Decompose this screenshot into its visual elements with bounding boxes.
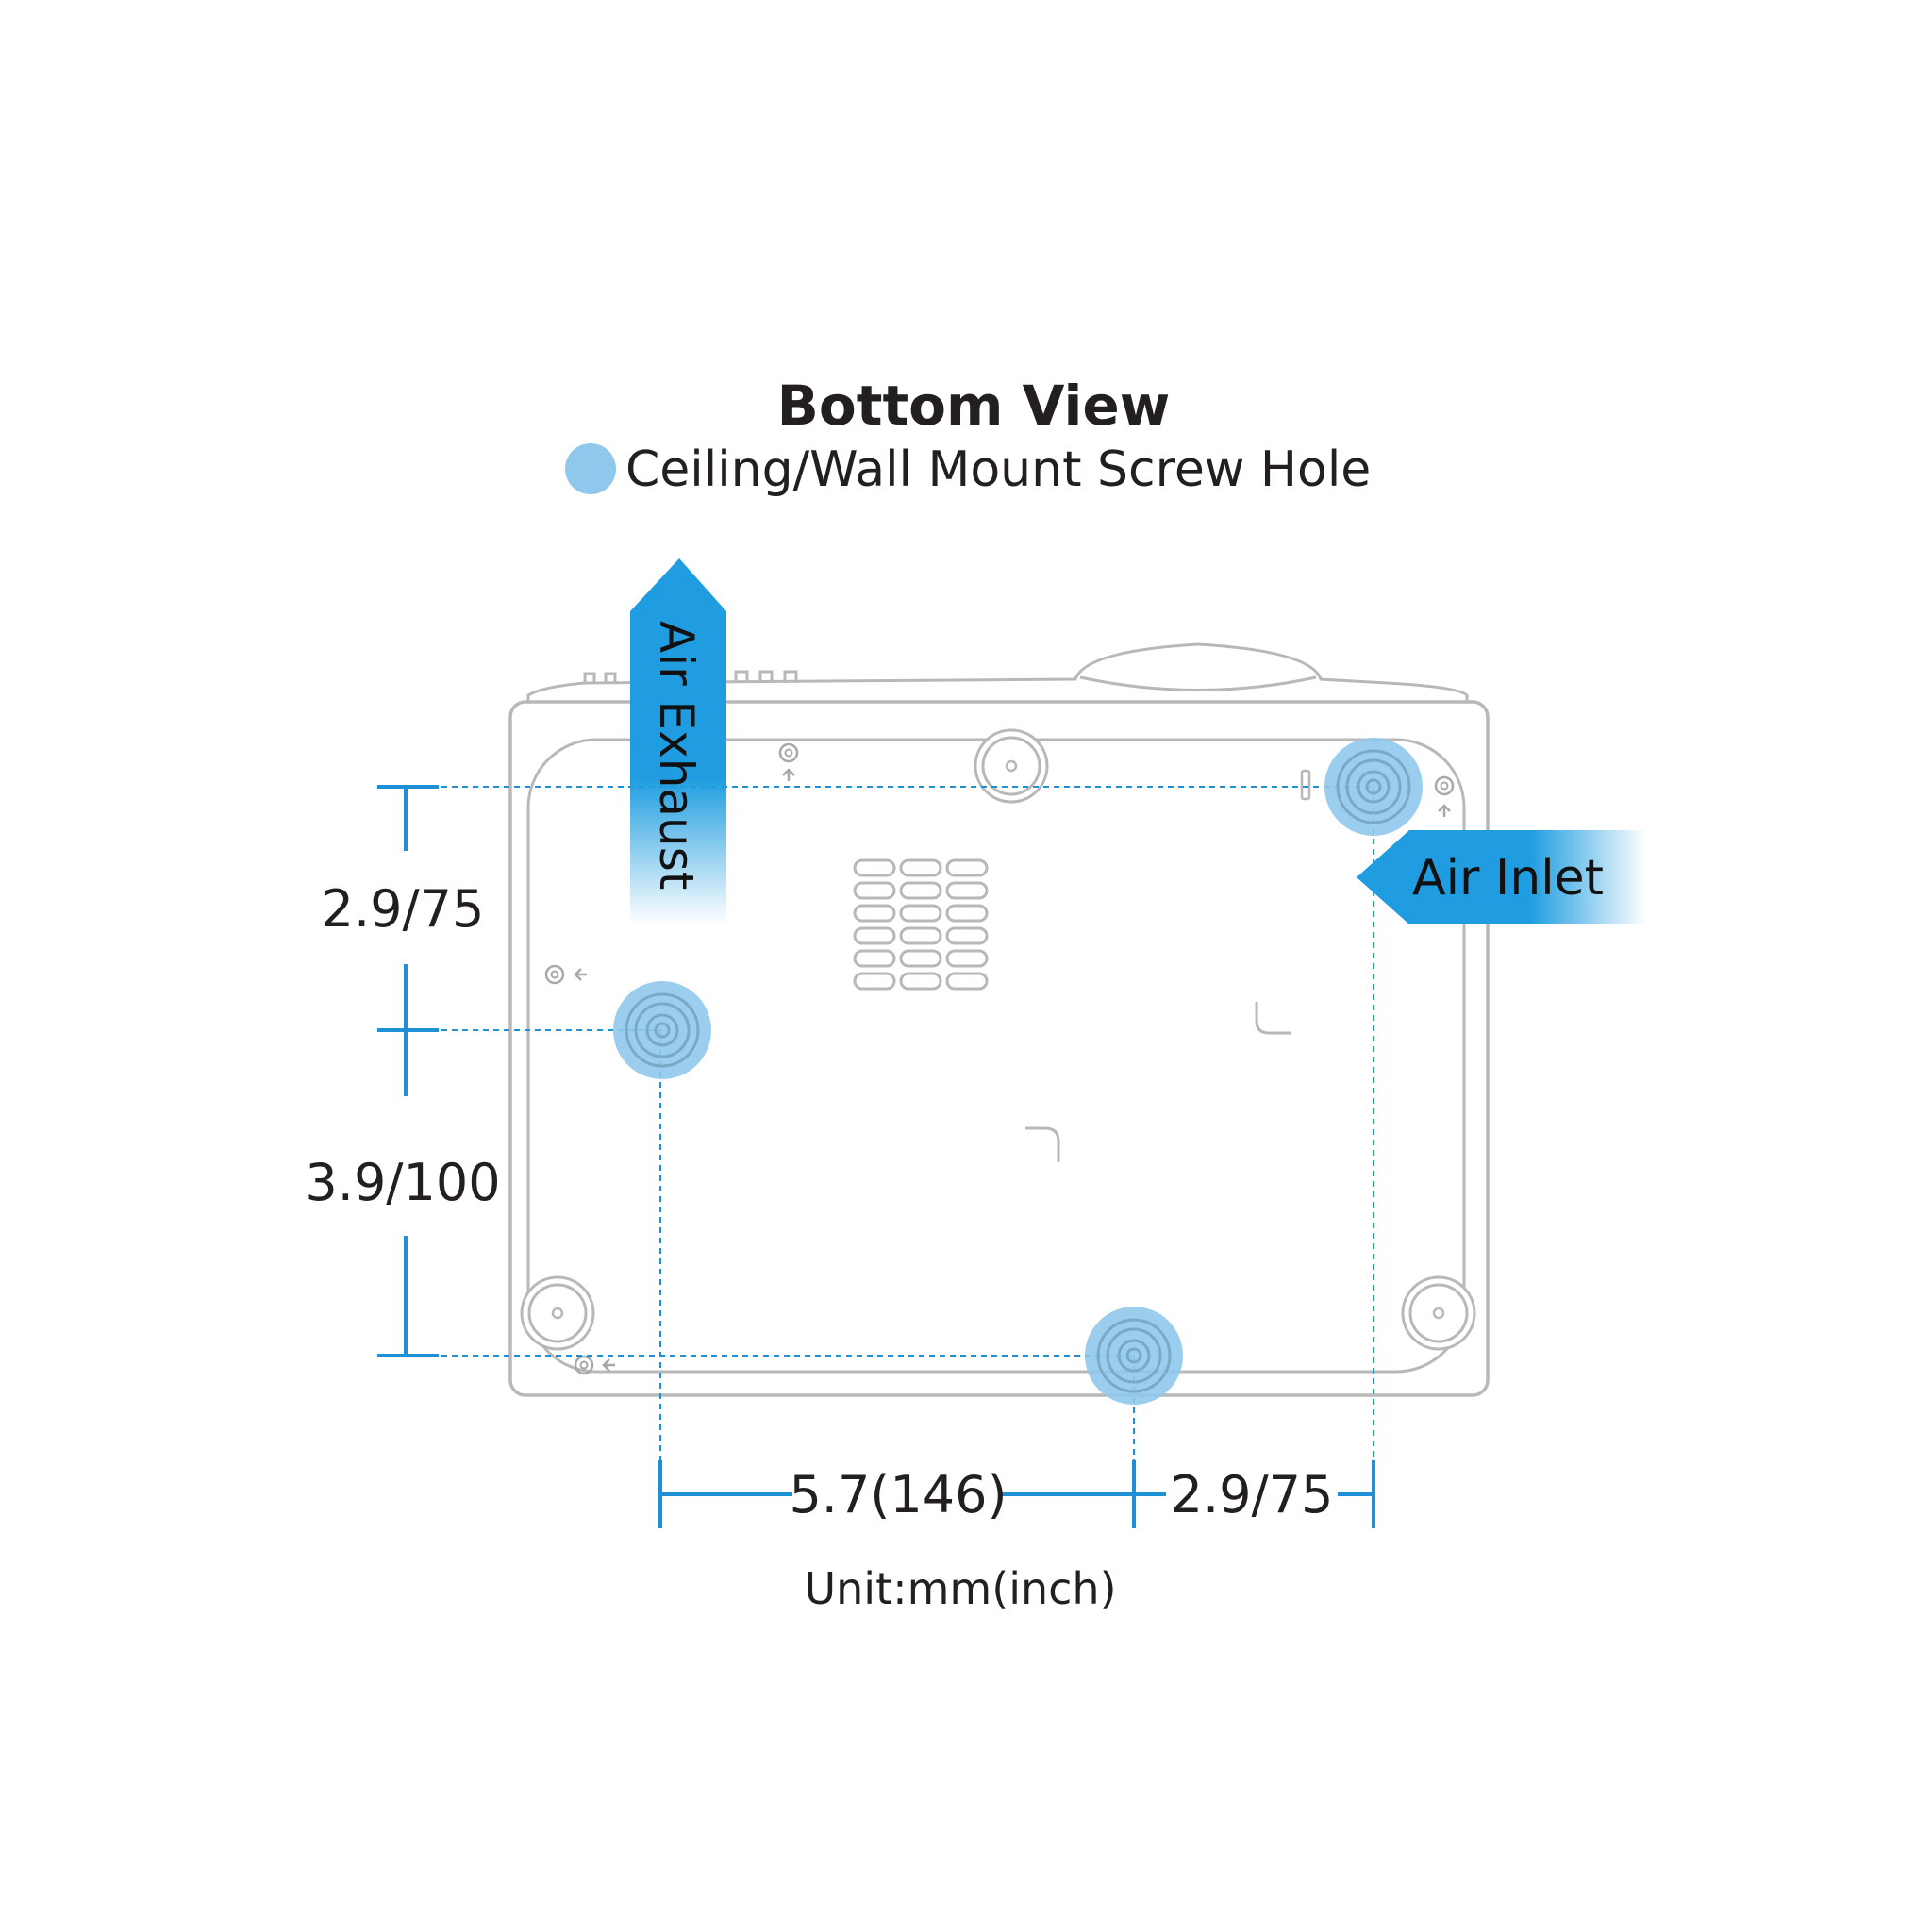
legend-swatch-icon [565,443,616,494]
vent-grille-icon [853,858,989,991]
air-inlet-label: Air Inlet [1412,850,1604,907]
mount-screw-hole-icon [1083,1305,1185,1407]
page-title: Bottom View [777,374,1171,438]
air-inlet-arrow: Air Inlet [1357,830,1646,924]
air-exhaust-arrow: Air Exhaust [630,558,726,924]
projector-body [508,642,1490,1397]
vertical-dimension-lines [377,785,439,1357]
dimension-horizontal-left: 5.7(146) [789,1465,1007,1524]
air-exhaust-label: Air Exhaust [649,621,704,890]
horizontal-dimension-lines [658,1460,1375,1528]
mount-screw-hole-icon [611,979,713,1081]
rubber-foot-icon [1401,1275,1476,1351]
rubber-foot-icon [520,1275,595,1351]
dimension-vertical-bottom: 3.9/100 [305,1153,500,1212]
mount-screw-hole-icon [1323,736,1424,838]
unit-label: Unit:mm(inch) [804,1563,1116,1614]
legend-label: Ceiling/Wall Mount Screw Hole [625,441,1371,498]
dimension-horizontal-right: 2.9/75 [1171,1465,1334,1524]
rubber-foot-icon [974,728,1049,804]
dimension-vertical-top: 2.9/75 [322,879,485,939]
